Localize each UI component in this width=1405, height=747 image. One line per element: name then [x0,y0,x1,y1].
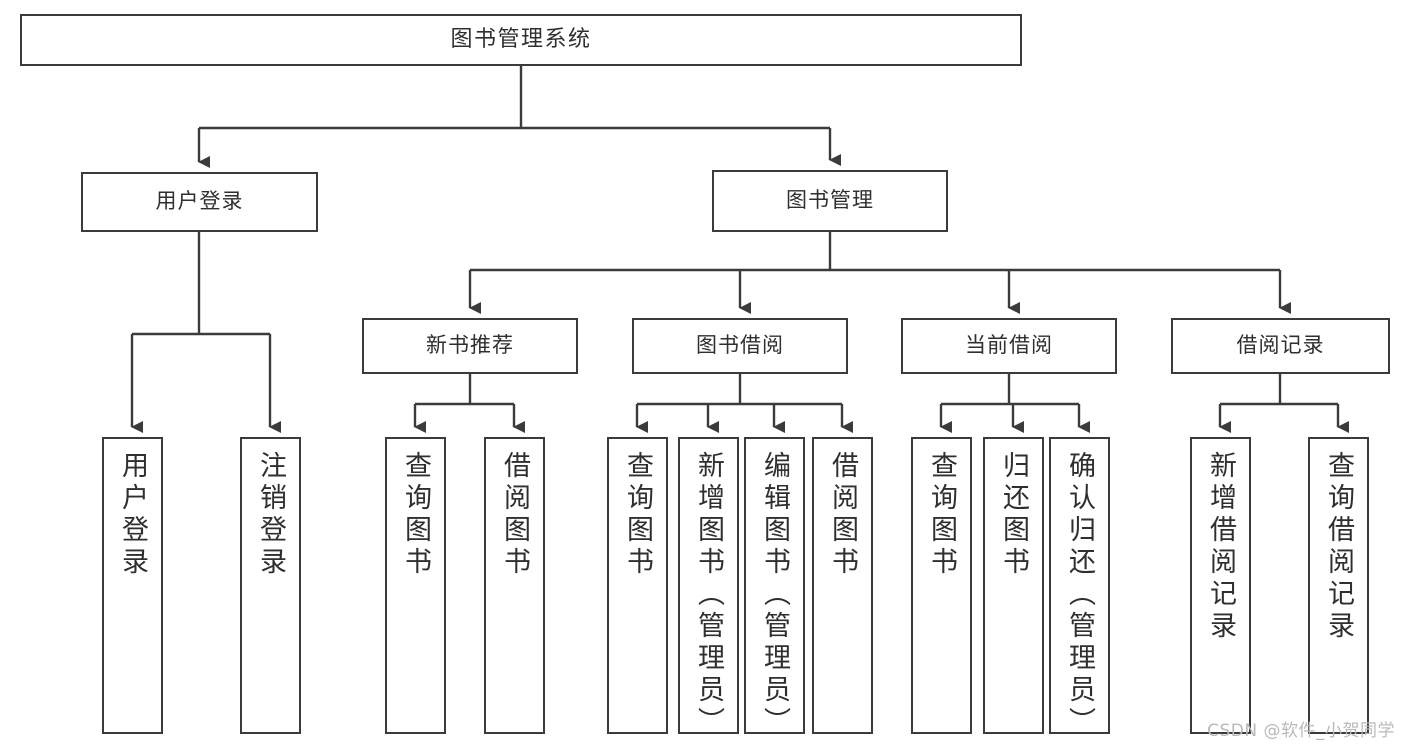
node-leaf-br-query-record[interactable]: 查询借阅记录 [1308,437,1369,734]
node-user-login[interactable]: 用户登录 [81,172,318,232]
node-leaf-user-logout-label: 注销登录 [255,451,286,579]
node-borrow-record-label: 借阅记录 [1236,333,1325,358]
node-root-label: 图书管理系统 [450,26,592,52]
node-user-login-label: 用户登录 [155,189,244,214]
node-leaf-cb-query-book[interactable]: 查询图书 [911,437,972,734]
node-leaf-bb-borrow-book-label: 借阅图书 [827,451,858,579]
node-leaf-cb-confirm-return-label: 确认归还（管理员） [1064,451,1095,734]
node-leaf-bb-add-book-label: 新增图书（管理员） [693,451,724,734]
node-leaf-user-login-label: 用户登录 [117,451,148,579]
node-book-borrow-label: 图书借阅 [696,333,784,358]
node-leaf-bb-edit-book[interactable]: 编辑图书（管理员） [744,437,805,734]
node-new-book-rec[interactable]: 新书推荐 [362,318,578,374]
node-leaf-bb-query-book[interactable]: 查询图书 [607,437,668,734]
node-root[interactable]: 图书管理系统 [20,14,1022,66]
node-leaf-rec-borrow-book[interactable]: 借阅图书 [484,437,545,734]
node-book-manage[interactable]: 图书管理 [712,170,948,232]
node-leaf-cb-return-book[interactable]: 归还图书 [983,437,1044,734]
node-book-manage-label: 图书管理 [786,188,874,213]
node-leaf-bb-query-book-label: 查询图书 [622,451,653,579]
node-leaf-cb-confirm-return[interactable]: 确认归还（管理员） [1049,437,1110,734]
node-leaf-cb-return-book-label: 归还图书 [998,451,1029,579]
node-leaf-br-add-record[interactable]: 新增借阅记录 [1190,437,1251,734]
node-leaf-cb-query-book-label: 查询图书 [926,451,957,579]
node-leaf-bb-edit-book-label: 编辑图书（管理员） [759,451,790,734]
node-leaf-rec-query-book-label: 查询图书 [400,451,431,579]
node-leaf-rec-query-book[interactable]: 查询图书 [385,437,446,734]
node-leaf-bb-borrow-book[interactable]: 借阅图书 [812,437,873,734]
node-leaf-bb-add-book[interactable]: 新增图书（管理员） [678,437,739,734]
node-book-borrow[interactable]: 图书借阅 [632,318,848,374]
node-leaf-rec-borrow-book-label: 借阅图书 [499,451,530,579]
node-current-borrow-label: 当前借阅 [965,333,1053,358]
node-leaf-user-login[interactable]: 用户登录 [102,437,163,734]
node-borrow-record[interactable]: 借阅记录 [1171,318,1390,374]
node-current-borrow[interactable]: 当前借阅 [901,318,1117,374]
node-leaf-user-logout[interactable]: 注销登录 [240,437,301,734]
watermark: CSDN @软件_小贺同学 [1207,721,1395,741]
node-leaf-br-query-record-label: 查询借阅记录 [1323,451,1354,643]
node-new-book-rec-label: 新书推荐 [426,333,514,358]
node-leaf-br-add-record-label: 新增借阅记录 [1205,451,1236,643]
